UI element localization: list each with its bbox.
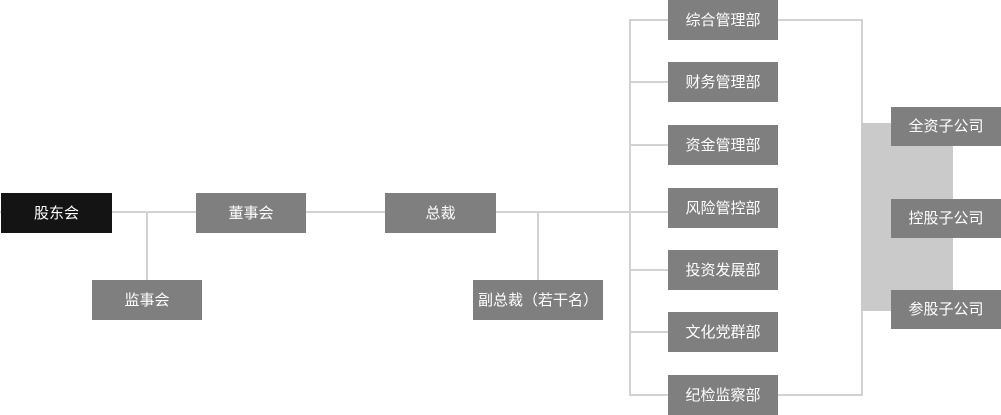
node-dept-general-admin: 综合管理部 [668,0,778,40]
connector-trunk-line [0,211,723,213]
node-dept-risk-control: 风险管控部 [668,188,778,228]
node-dept-discipline-inspection: 纪检监察部 [668,375,778,415]
node-sub-equity-participation: 参股子公司 [891,290,1001,329]
node-dept-treasury: 资金管理部 [668,125,778,165]
connector-dept-stub-investment [629,269,669,271]
connector-dept-bracket-left [629,19,631,396]
connector-dept-stub-culture [629,331,669,333]
node-dept-finance: 财务管理部 [668,62,778,102]
node-sub-wholly-owned: 全资子公司 [891,107,1001,146]
node-dept-investment-development: 投资发展部 [668,250,778,290]
connector-drop-vice-president [537,212,539,280]
connector-drop-supervisory [146,212,148,280]
node-sub-holding: 控股子公司 [891,199,1001,238]
connector-dept-stub-treasury [629,144,669,146]
node-board-of-directors: 董事会 [196,193,306,233]
node-shareholders: 股东会 [1,193,112,233]
node-supervisory-board: 监事会 [92,280,202,320]
connector-dept-stub-finance [629,81,669,83]
node-president: 总裁 [385,193,496,233]
node-dept-culture-party: 文化党群部 [668,312,778,352]
node-vice-presidents: 副总裁（若干名） [473,280,603,320]
